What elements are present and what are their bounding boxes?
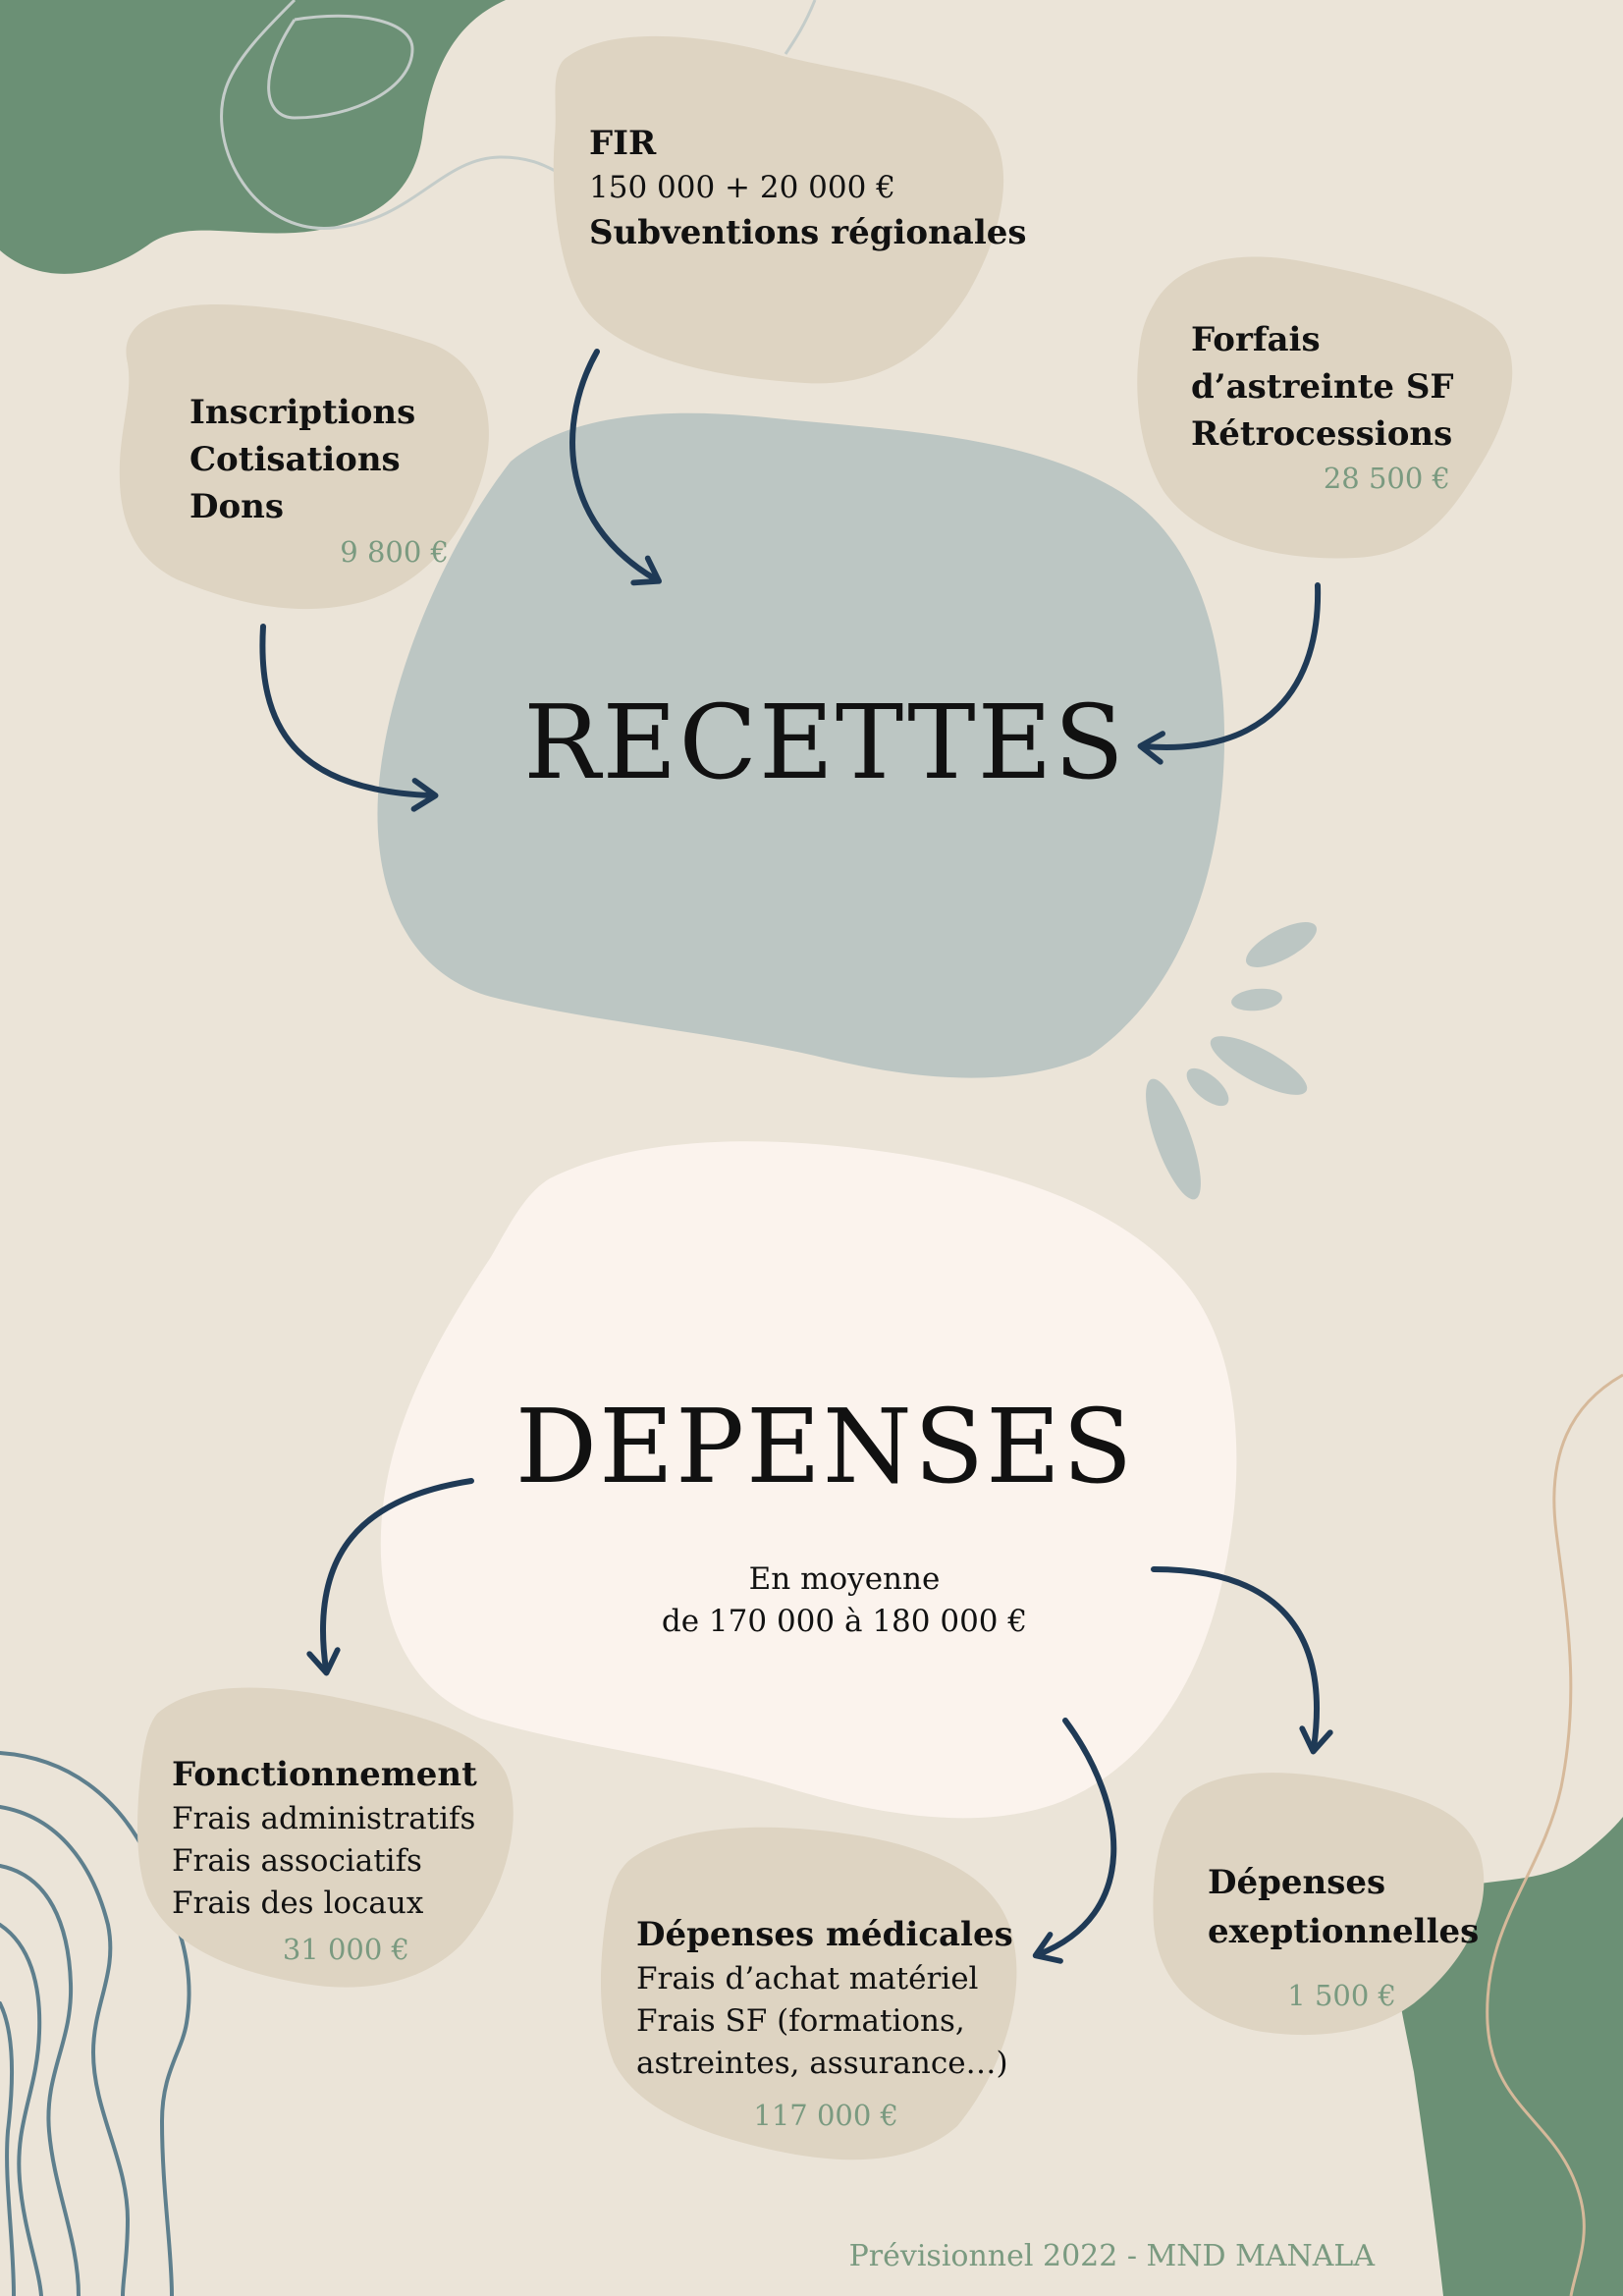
forfais-amount: 28 500 €	[1323, 462, 1450, 495]
medicales-item: astreintes, assurance…)	[636, 2046, 1008, 2081]
arrow-inscriptions-to-recettes	[259, 624, 439, 812]
fonctionnement-amount: 31 000 €	[282, 1933, 409, 1966]
fonctionnement-blob	[137, 1687, 514, 1988]
fonctionnement-item: Frais des locaux	[172, 1886, 424, 1921]
medicales-title: Dépenses médicales	[636, 1915, 1013, 1954]
arrow-depenses-to-medicales	[1032, 1718, 1117, 1964]
depenses-average: En moyenne de 170 000 à 180 000 €	[628, 1558, 1060, 1643]
recettes-title: RECETTES	[523, 683, 1126, 802]
exceptionnelles-box: Dépenses exeptionnelles	[1208, 1858, 1479, 1956]
fir-title: FIR	[589, 124, 657, 163]
fir-amount: 150 000 + 20 000 €	[589, 170, 895, 205]
exceptionnelles-line-1: Dépenses	[1208, 1863, 1386, 1902]
arrow-depenses-to-fonctionnement	[306, 1478, 474, 1676]
fonctionnement-title: Fonctionnement	[172, 1755, 477, 1794]
arrow-fir-to-recettes	[569, 349, 662, 586]
fir-box: FIR 150 000 + 20 000 € Subventions régio…	[589, 120, 1027, 256]
fonctionnement-item: Frais associatifs	[172, 1843, 422, 1879]
footer-caption: Prévisionnel 2022 - MND MANALA	[848, 2239, 1375, 2273]
average-line-1: En moyenne	[748, 1561, 941, 1597]
exceptionnelles-amount: 1 500 €	[1287, 1979, 1396, 2012]
depenses-title: DEPENSES	[514, 1387, 1135, 1506]
line-doodle-top-left	[220, 0, 817, 230]
exceptionnelles-line-2: exeptionnelles	[1208, 1912, 1480, 1951]
astreinte-line: d’astreinte SF	[1191, 367, 1454, 407]
arrow-depenses-to-exceptionnelles	[1151, 1566, 1333, 1755]
forfais-box: Forfais d’astreinte SF Rétrocessions	[1191, 316, 1454, 458]
forfais-blob	[1137, 256, 1513, 559]
inscriptions-box: Inscriptions Cotisations Dons	[189, 389, 415, 530]
dons-line: Dons	[189, 487, 285, 526]
average-line-2: de 170 000 à 180 000 €	[661, 1604, 1028, 1639]
line-doodle-bottom-right	[1486, 1373, 1623, 2296]
inscriptions-blob	[119, 304, 489, 610]
inscriptions-amount: 9 800 €	[340, 535, 449, 569]
fonctionnement-item: Frais administratifs	[172, 1801, 476, 1836]
fir-blob	[553, 35, 1004, 384]
medicales-item: Frais SF (formations,	[636, 2003, 965, 2039]
splash-marks	[1146, 922, 1318, 1200]
fonctionnement-box: Fonctionnement Frais administratifs Frai…	[172, 1751, 477, 1925]
medicales-item: Frais d’achat matériel	[636, 1961, 979, 1996]
fir-subtitle: Subventions régionales	[589, 213, 1027, 252]
arrow-forfais-to-recettes	[1137, 582, 1322, 765]
inscriptions-line: Inscriptions	[189, 393, 416, 432]
contour-lines-bottom-left	[0, 1751, 191, 2296]
exceptionnelles-blob	[1153, 1773, 1485, 2036]
medicales-amount: 117 000 €	[753, 2099, 898, 2132]
forfais-line: Forfais	[1191, 320, 1321, 359]
recettes-blob	[377, 412, 1225, 1078]
medicales-blob	[600, 1827, 1017, 2160]
cotisations-line: Cotisations	[189, 440, 401, 479]
green-blob-top-left	[0, 0, 506, 274]
medicales-box: Dépenses médicales Frais d’achat matérie…	[636, 1911, 1013, 2085]
arrows	[259, 349, 1333, 1964]
depenses-blob	[380, 1141, 1237, 1819]
retrocessions-line: Rétrocessions	[1191, 414, 1453, 454]
